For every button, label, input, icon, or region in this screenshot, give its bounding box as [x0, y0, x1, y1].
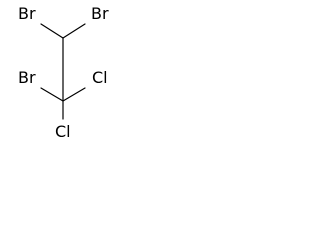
molecule-canvas: Br Br Br Cl Cl: [0, 0, 128, 149]
bond-c1-br-top-left: [40, 23, 64, 39]
atom-br-bottom-left: Br: [18, 68, 36, 87]
molecule-structure: Br Br Br Cl Cl: [18, 4, 109, 141]
atom-br-top-left: Br: [18, 4, 36, 23]
bond-c2-br-bottom-left: [40, 87, 64, 102]
bond-c1-br-top-right: [62, 23, 86, 39]
atom-br-top-right: Br: [91, 4, 109, 23]
atom-cl-right: Cl: [92, 68, 108, 87]
atom-cl-bottom: Cl: [55, 122, 71, 141]
bond-c2-cl-right: [62, 87, 86, 102]
